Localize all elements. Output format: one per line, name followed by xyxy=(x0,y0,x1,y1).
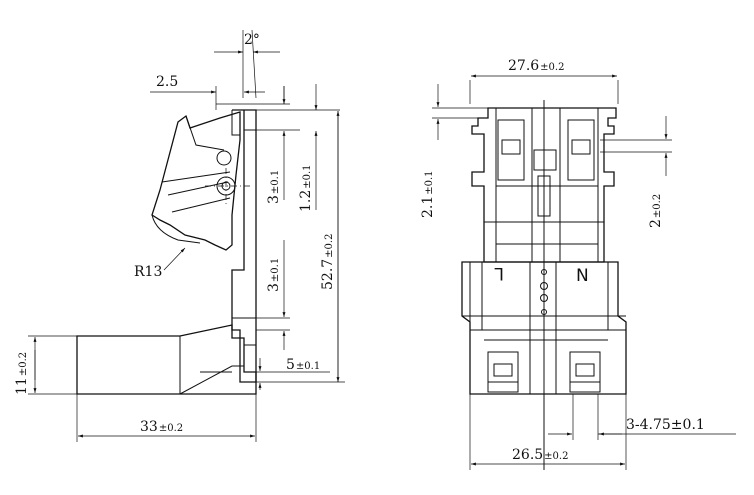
dim-11-label: 11±0.2 xyxy=(14,352,30,395)
top-width-label: 27.6±0.2 xyxy=(508,58,564,74)
height-label: 52.7±0.2 xyxy=(320,234,336,290)
base-housing xyxy=(76,324,257,395)
body-column xyxy=(231,109,257,383)
dim-2-label: 2±0.2 xyxy=(648,194,664,228)
angle-label: 2° xyxy=(244,32,260,48)
side-view: 2° 2.5 3±0.1 1.2±0.1 52.7±0.2 3±0.1 xyxy=(14,29,345,442)
front-view: L N 27.6±0.2 2.1±0.1 2±0.2 3-4.75±0.1 26… xyxy=(420,58,736,470)
dim-1-2-label: 1.2±0.1 xyxy=(298,164,314,212)
letter-l: L xyxy=(494,263,504,283)
lower-body xyxy=(461,261,627,395)
dim-2-1-label: 2.1±0.1 xyxy=(420,170,436,218)
offset-label: 2.5 xyxy=(156,74,178,90)
lever-outline xyxy=(151,111,241,251)
dim-5-label: 5±0.1 xyxy=(286,357,320,373)
dim-3a-label: 3±0.1 xyxy=(266,170,282,204)
dim-3b-label: 3±0.1 xyxy=(266,258,282,292)
letter-n: N xyxy=(576,266,589,286)
bottom-width-label: 26.5±0.2 xyxy=(512,447,568,463)
radius-label: R13 xyxy=(134,264,162,280)
width-label: 33±0.2 xyxy=(140,419,183,435)
pitch-label: 3-4.75±0.1 xyxy=(626,417,705,433)
